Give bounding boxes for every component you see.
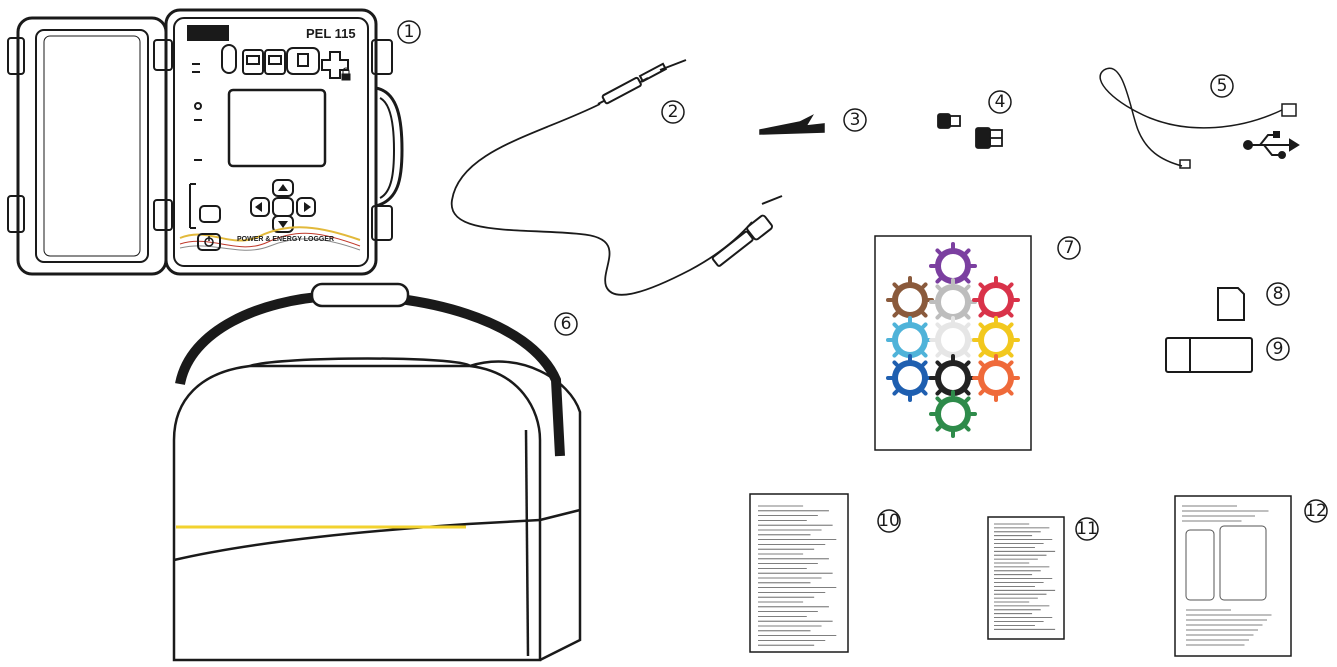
carrying-bag bbox=[172, 282, 582, 662]
colour-rings bbox=[886, 242, 1020, 438]
callout-1: 1 bbox=[397, 20, 421, 44]
usb-icon bbox=[1243, 131, 1300, 159]
callout-10: 10 bbox=[877, 509, 901, 533]
callout-8: 8 bbox=[1266, 282, 1290, 306]
navigation-arrows bbox=[255, 184, 311, 228]
callout-number: 3 bbox=[850, 110, 861, 130]
callout-11: 11 bbox=[1075, 517, 1099, 541]
ring-green bbox=[929, 390, 977, 438]
card-reader bbox=[1165, 337, 1253, 373]
padlock-icon bbox=[341, 67, 351, 81]
bnc-adapters bbox=[937, 113, 1003, 149]
callout-number: 9 bbox=[1273, 339, 1284, 359]
pel-device-case bbox=[7, 8, 404, 276]
document-certificate bbox=[749, 493, 849, 653]
callout-2: 2 bbox=[661, 100, 685, 124]
callout-number: 11 bbox=[1076, 519, 1098, 539]
document-safety-sheet bbox=[987, 516, 1065, 640]
callout-number: 1 bbox=[404, 22, 415, 42]
callout-number: 12 bbox=[1305, 501, 1327, 521]
ring-orange bbox=[972, 354, 1020, 402]
callout-3: 3 bbox=[843, 108, 867, 132]
document-quick-start bbox=[1174, 495, 1292, 657]
callout-number: 2 bbox=[668, 102, 679, 122]
callout-9: 9 bbox=[1266, 337, 1290, 361]
callout-4: 4 bbox=[988, 90, 1012, 114]
ring-red bbox=[972, 276, 1020, 324]
colour-rings-sheet bbox=[874, 235, 1032, 451]
callout-12: 12 bbox=[1304, 499, 1328, 523]
sd-card bbox=[1217, 287, 1245, 321]
device-model: PEL 115 bbox=[306, 26, 356, 41]
power-button-icon bbox=[204, 236, 214, 247]
callout-number: 6 bbox=[561, 314, 572, 334]
callout-number: 8 bbox=[1273, 284, 1284, 304]
callout-5: 5 bbox=[1210, 74, 1234, 98]
callout-number: 7 bbox=[1064, 238, 1075, 258]
voltage-lead-cable bbox=[451, 59, 783, 296]
callout-6: 6 bbox=[554, 312, 578, 336]
callout-number: 5 bbox=[1217, 76, 1228, 96]
callout-number: 4 bbox=[995, 92, 1006, 112]
usb-cable bbox=[1099, 67, 1297, 169]
crocodile-clip bbox=[759, 114, 825, 135]
callout-7: 7 bbox=[1057, 236, 1081, 260]
callout-number: 10 bbox=[878, 511, 900, 531]
device-front-label: POWER & ENERGY LOGGER bbox=[237, 236, 334, 243]
